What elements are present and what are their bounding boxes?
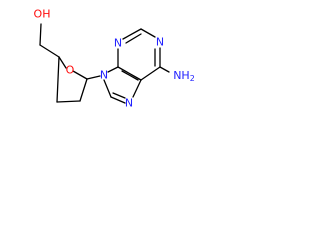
bond-c2-c3 [56, 100, 81, 103]
bond-c6-nh2 [159, 66, 170, 73]
amino-label: NH2 [173, 69, 195, 83]
bond-c3-c4 [56, 56, 60, 103]
bond-n9-c8 [103, 79, 112, 98]
ring-oxygen-label: O [66, 64, 75, 77]
bond-c4-ch2 [39, 44, 60, 58]
bond-o-c1 [72, 70, 88, 80]
bond-n7-c5 [132, 79, 142, 98]
n3-label: N [114, 37, 122, 50]
atom-labels: OH O N N N N NH2 [34, 8, 195, 110]
n1-label: N [156, 36, 164, 49]
bond-n3-c2-double [125, 33, 142, 44]
bond-c2-n1 [140, 28, 156, 38]
bond-c1-n9 [86, 75, 101, 80]
hydroxyl-label: OH [34, 8, 51, 21]
bond-c8-n7-double [112, 92, 126, 99]
bond-ch2-oh [39, 23, 42, 46]
bond-c6-c5 [140, 66, 161, 81]
bonds [39, 23, 170, 104]
bond-c8-n7 [110, 96, 126, 104]
molecule-structure: OH O N N N N NH2 [34, 8, 195, 110]
n9-label: N [100, 69, 108, 82]
bond-c4p-c5 [117, 66, 142, 81]
bond-c4-o [58, 56, 67, 69]
bond-c1-c2 [79, 78, 88, 102]
bond-n9-c4p [107, 66, 119, 73]
bond-c4p-c5-double [121, 70, 139, 81]
n7-label: N [125, 97, 133, 110]
bond-n3-c2 [122, 28, 142, 40]
